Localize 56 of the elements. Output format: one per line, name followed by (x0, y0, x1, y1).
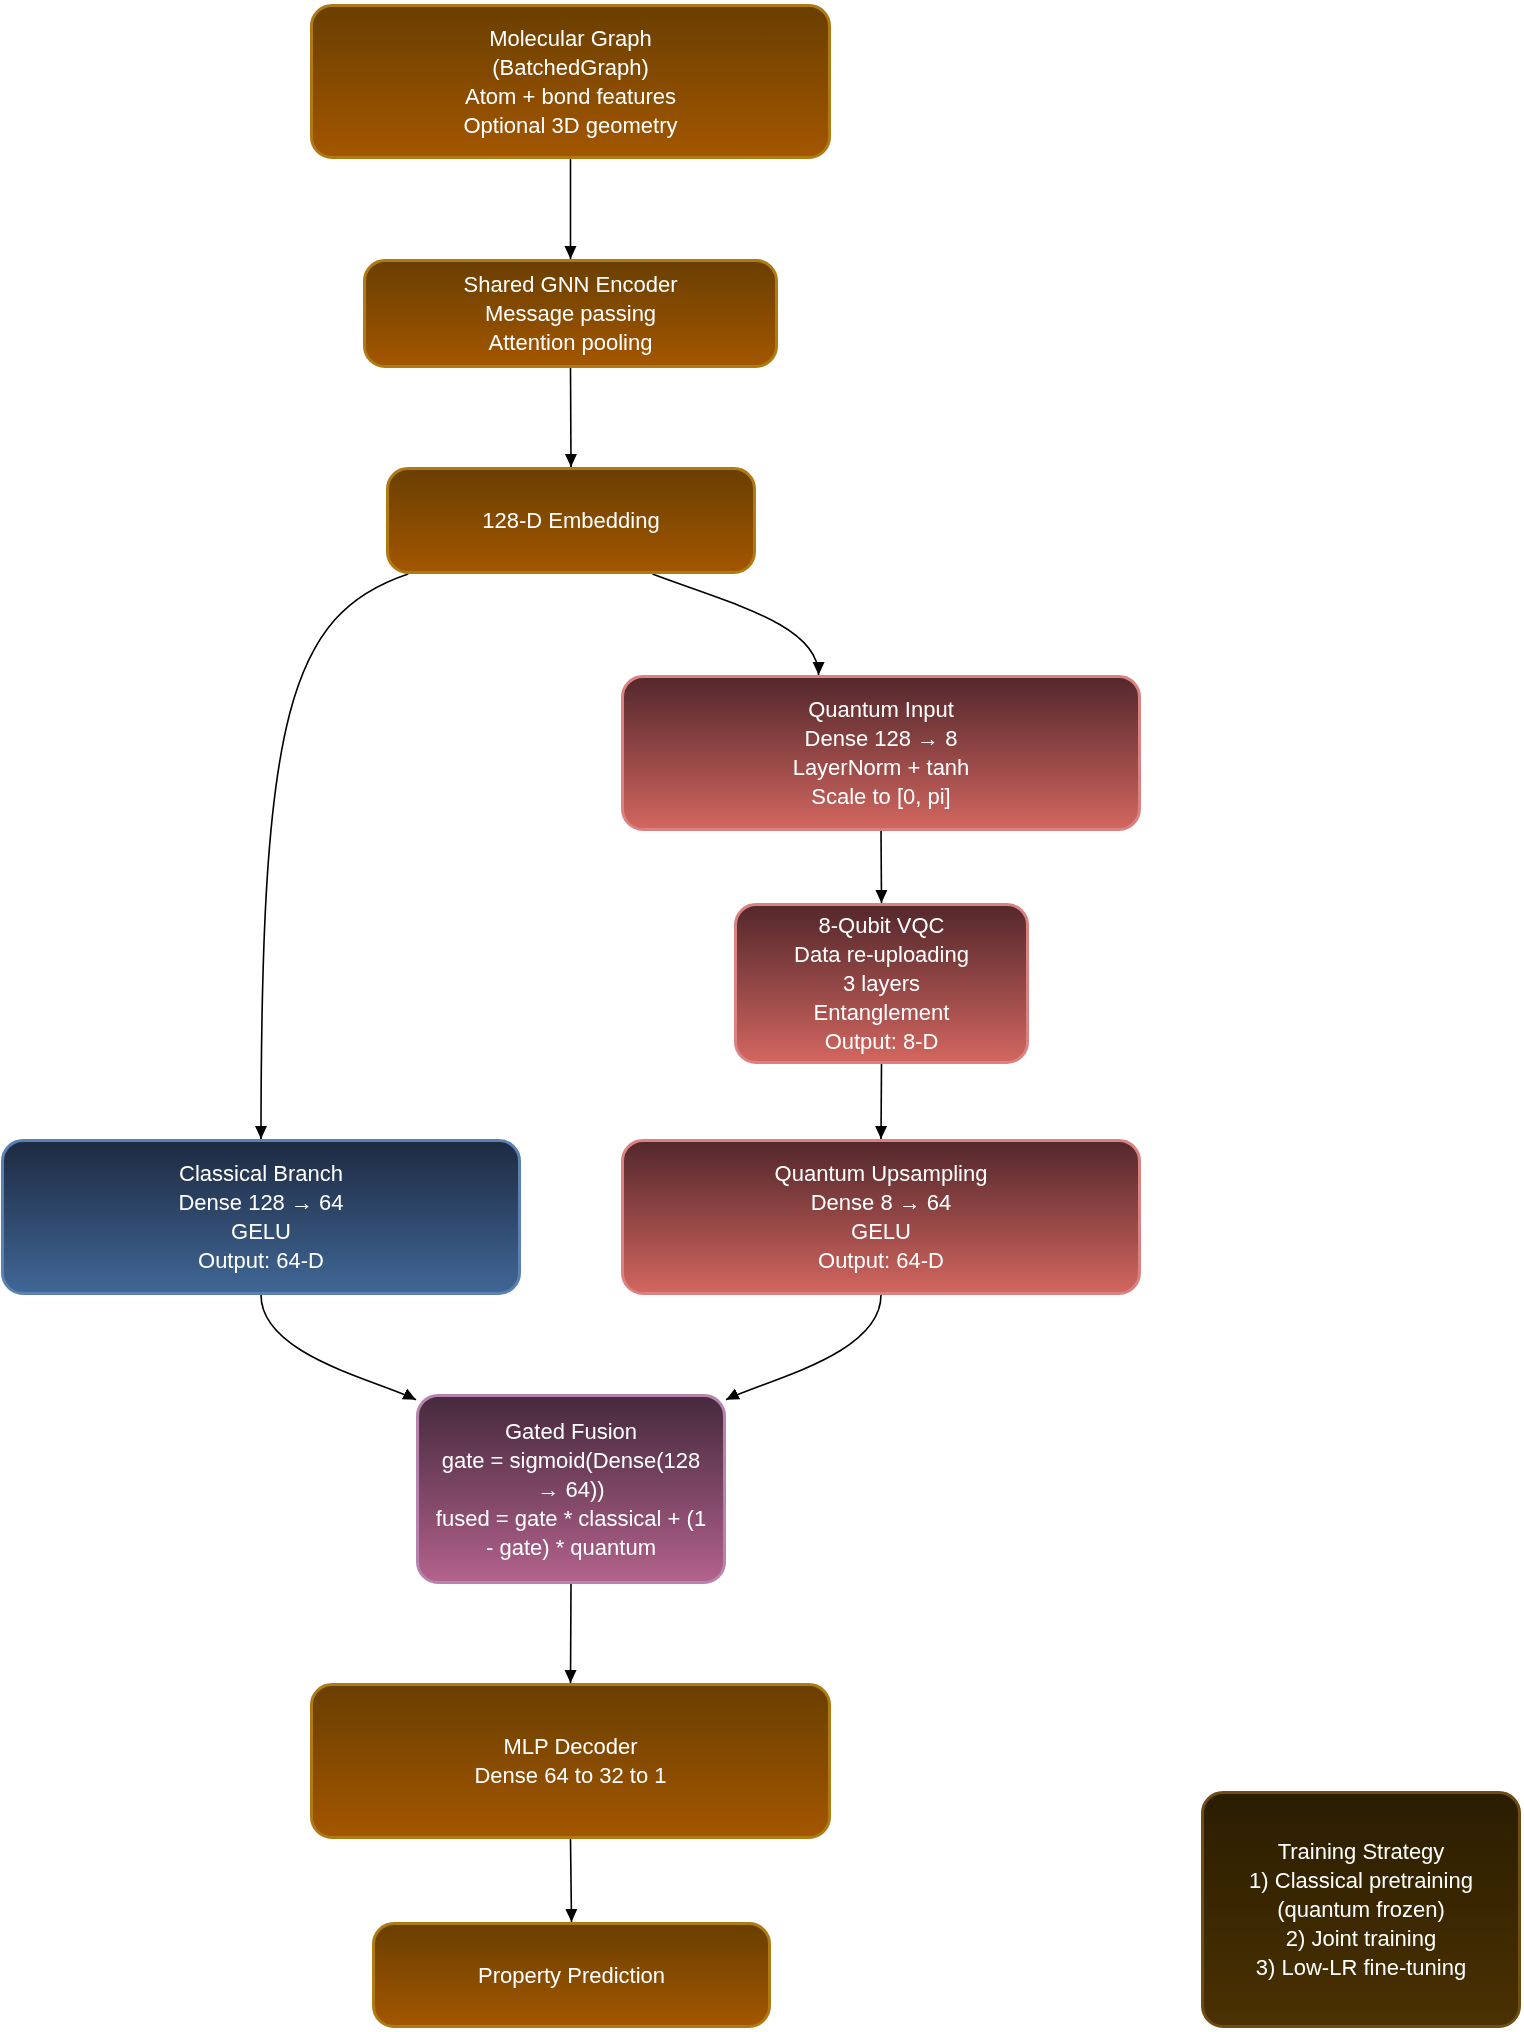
box-text: Dense 64 to 32 to 1 (474, 1762, 667, 1790)
arrow (875, 830, 888, 904)
process-box (621, 675, 1141, 831)
box-text: Optional 3D geometry (463, 111, 678, 140)
box-text: Scale to [0, pi] (811, 783, 951, 811)
arrow (875, 1063, 888, 1140)
arrow (255, 573, 409, 1140)
box-text: fused = gate * classical + (1 - gate) * quantum (434, 1504, 708, 1562)
box-text: Dense 8 → 64 (810, 1189, 952, 1217)
arrow (565, 1838, 578, 1923)
box-text: Data re-uploading (794, 941, 969, 969)
arrow (564, 158, 577, 260)
box-text: Training Strategy (1277, 1838, 1445, 1866)
box-text: GELU (851, 1218, 911, 1246)
box-text: 128-D Embedding (482, 507, 660, 535)
box-text: Shared GNN Encoder (463, 271, 678, 299)
process-box (386, 467, 756, 574)
box-text: GELU (231, 1218, 291, 1246)
process-box (310, 1683, 831, 1839)
box-text: 3 layers (842, 970, 920, 998)
process-box (416, 1394, 726, 1584)
box-text: 1) Classical pretraining (quantum frozen) (1248, 1867, 1474, 1924)
arrow (564, 367, 577, 468)
process-box (734, 903, 1029, 1064)
box-text: Quantum Upsampling (774, 1160, 988, 1188)
arrow (260, 1294, 417, 1401)
process-box (1201, 1791, 1521, 2028)
box-text: Entanglement (813, 999, 950, 1027)
box-text: Atom + bond features (465, 82, 676, 111)
box-text: MLP Decoder (503, 1733, 638, 1761)
arrow (725, 1294, 882, 1401)
box-text: LayerNorm + tanh (792, 754, 970, 782)
box-text: Classical Branch (179, 1160, 343, 1188)
box-text: Quantum Input (808, 696, 954, 724)
box-text: 3) Low-LR fine-tuning (1255, 1954, 1467, 1982)
box-text: Output: 64-D (198, 1247, 324, 1275)
process-box (372, 1922, 771, 2028)
box-text: Attention pooling (488, 329, 653, 357)
box-text: Message passing (484, 300, 657, 328)
box-text: Output: 8-D (824, 1028, 939, 1056)
box-text: gate = sigmoid(Dense(128 → 64)) (440, 1446, 702, 1504)
box-text: Dense 128 → 8 (804, 725, 958, 753)
box-text: (BatchedGraph) (492, 53, 649, 82)
process-box (621, 1139, 1141, 1295)
process-box (363, 259, 778, 368)
box-text: 2) Joint training (1285, 1925, 1437, 1953)
process-box (310, 4, 831, 159)
process-box (1, 1139, 521, 1295)
arrow (564, 1583, 577, 1684)
box-text: Molecular Graph (489, 24, 652, 53)
box-text: Dense 128 → 64 (178, 1189, 344, 1217)
box-text: Output: 64-D (818, 1247, 944, 1275)
box-text: Gated Fusion (504, 1417, 638, 1446)
arrow (651, 573, 823, 676)
box-text: Property Prediction (477, 1961, 666, 1990)
box-text: 8-Qubit VQC (818, 912, 945, 940)
